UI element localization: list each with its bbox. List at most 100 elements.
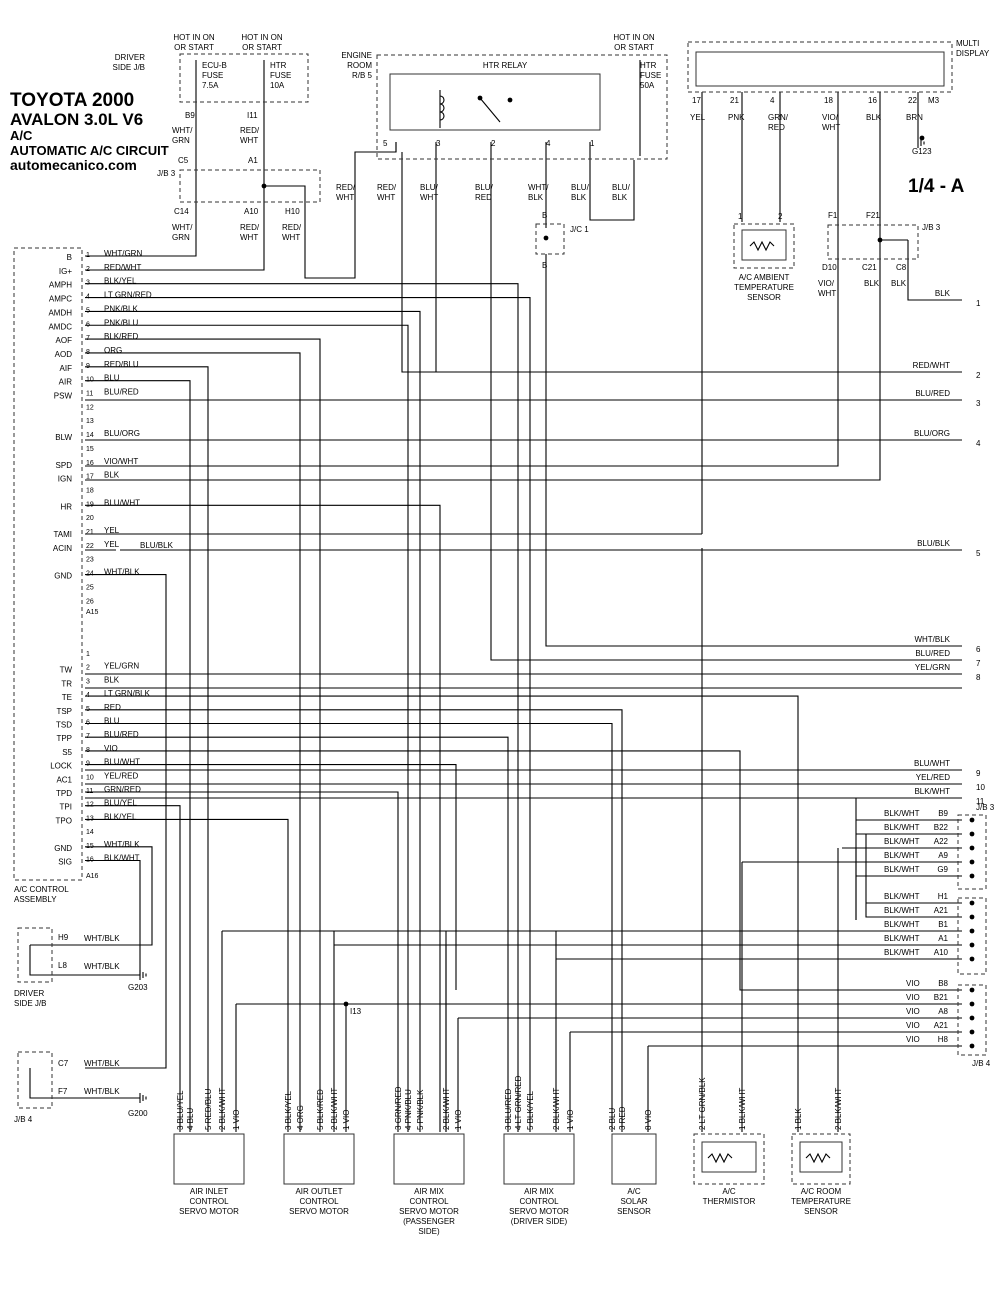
pin-label: TR: [61, 679, 72, 688]
relay-pin: 3: [436, 139, 441, 148]
wire-label: WHT/BLK: [104, 840, 140, 849]
component-pin: 1 VIO: [232, 1110, 241, 1130]
ac-control-label: A/C CONTROL: [14, 885, 69, 894]
pin-label: A9: [938, 851, 948, 860]
wire-lt-grn-red: [85, 296, 531, 1132]
wire: [29, 945, 140, 976]
pin-label: SPD: [56, 461, 73, 470]
wire-blu-red: [490, 142, 962, 661]
pin-label: AIR: [59, 378, 73, 387]
engine-room-label: R/B 5: [352, 71, 373, 80]
wire-label: BLU/: [475, 183, 494, 192]
pin-c5: C5: [178, 156, 189, 165]
component-box: [693, 1133, 765, 1185]
jb3-right-box: [827, 224, 919, 260]
wire-label: ORG: [104, 346, 122, 355]
pin-label: A1: [938, 934, 948, 943]
pin-label: TPP: [56, 734, 72, 743]
wire-label: BLU/RED: [104, 730, 139, 739]
terminal-number: 6: [976, 645, 981, 654]
pin-label: A21: [934, 906, 949, 915]
component-pin: 1 BLK/WHT: [738, 1088, 747, 1130]
pin-label: TW: [60, 666, 73, 675]
wire-label: BLK/WHT: [884, 934, 920, 943]
pin-label: SIG: [58, 858, 72, 867]
wire-label: PNK/BLU: [104, 318, 138, 327]
pin-label: AMDH: [48, 308, 72, 317]
driver-jb-box: [179, 53, 309, 103]
ground-symbol: [139, 1093, 147, 1103]
junction-dot: [969, 1043, 975, 1049]
relay-box: [389, 73, 601, 131]
wire-label: RED: [104, 703, 121, 712]
junction-dot: [969, 1001, 975, 1007]
thermistor-symbol: [749, 240, 775, 252]
wire-label: WHT/: [172, 126, 193, 135]
wire-label: BLK/WHT: [884, 892, 920, 901]
md-pin: 22: [908, 96, 917, 105]
pin-number: 21: [86, 529, 94, 536]
relay-switch: [479, 97, 501, 123]
wire-label: VIO/: [822, 113, 839, 122]
wire-htr: [85, 92, 265, 271]
pin-number: 17: [86, 474, 94, 481]
pin-label: PSW: [54, 392, 73, 401]
pin-label: AOF: [56, 336, 73, 345]
pin-label: TSD: [56, 721, 72, 730]
ground-g200: G200: [128, 1109, 148, 1118]
wire-label: BLU/WHT: [104, 758, 140, 767]
diagram-title: TOYOTA 2000: [10, 90, 135, 111]
pin-label: IGN: [58, 475, 72, 484]
pin-label: S5: [62, 748, 72, 757]
coil-turn: [439, 111, 445, 121]
component-label: A/C: [722, 1187, 736, 1196]
component-label: AIR MIX: [524, 1187, 554, 1196]
wire-blu: [85, 722, 613, 1132]
pin-number: 10: [86, 774, 94, 781]
wire-h10: [264, 142, 397, 279]
junction-dot: [969, 987, 975, 993]
terminal-number: 10: [976, 783, 985, 792]
component-label: A/C: [627, 1187, 641, 1196]
pin-number: 8: [86, 349, 90, 356]
wire-label: VIO/WHT: [104, 457, 138, 466]
wire: [29, 1068, 140, 1099]
wire-label: BLK/WHT: [104, 854, 140, 863]
pin-l8: L8: [58, 961, 67, 970]
pin-label: AMDC: [48, 322, 72, 331]
wire-label: VIO: [104, 744, 118, 753]
component-label: AIR OUTLET: [295, 1187, 342, 1196]
jb4-left-box: [17, 1051, 53, 1109]
wire-org: [85, 352, 301, 1132]
component-label: SERVO MOTOR: [289, 1207, 349, 1216]
splice-i13: I13: [350, 1007, 362, 1016]
pin-b9: B9: [185, 111, 195, 120]
fuse-htr50-label: HTR: [640, 61, 657, 70]
pin-label: HR: [60, 502, 72, 511]
sensor-pin: 2: [778, 212, 783, 221]
wire-blk: [907, 240, 962, 301]
multi-display-inner: [695, 51, 945, 87]
component-box: [283, 1133, 355, 1185]
wire-label: RED/: [377, 183, 397, 192]
wire-label: VIO: [906, 1007, 920, 1016]
wire-label: BLU/RED: [104, 388, 139, 397]
wire-red-blu: [85, 366, 209, 1132]
diagram-site: automecanico.com: [10, 157, 137, 173]
md-pin: 21: [730, 96, 739, 105]
wire-label: RED/WHT: [104, 263, 141, 272]
wire-label: BLU/YEL: [104, 799, 137, 808]
component-pin: 8 VIO: [644, 1110, 653, 1130]
pin-number: 11: [86, 788, 93, 795]
hot-label: HOT IN ON: [173, 33, 214, 42]
pin-number: 9: [86, 761, 90, 768]
wire-label: BLK: [104, 675, 120, 684]
pin-label: IG+: [59, 267, 72, 276]
junction-dot: [969, 956, 975, 962]
sensor-inner: [701, 1141, 757, 1173]
pin-label: TPO: [56, 816, 72, 825]
component-label: CONTROL: [189, 1197, 229, 1206]
wire-label: RED/WHT: [913, 361, 950, 370]
component-label: THERMISTOR: [703, 1197, 756, 1206]
pin-label: A10: [934, 948, 949, 957]
